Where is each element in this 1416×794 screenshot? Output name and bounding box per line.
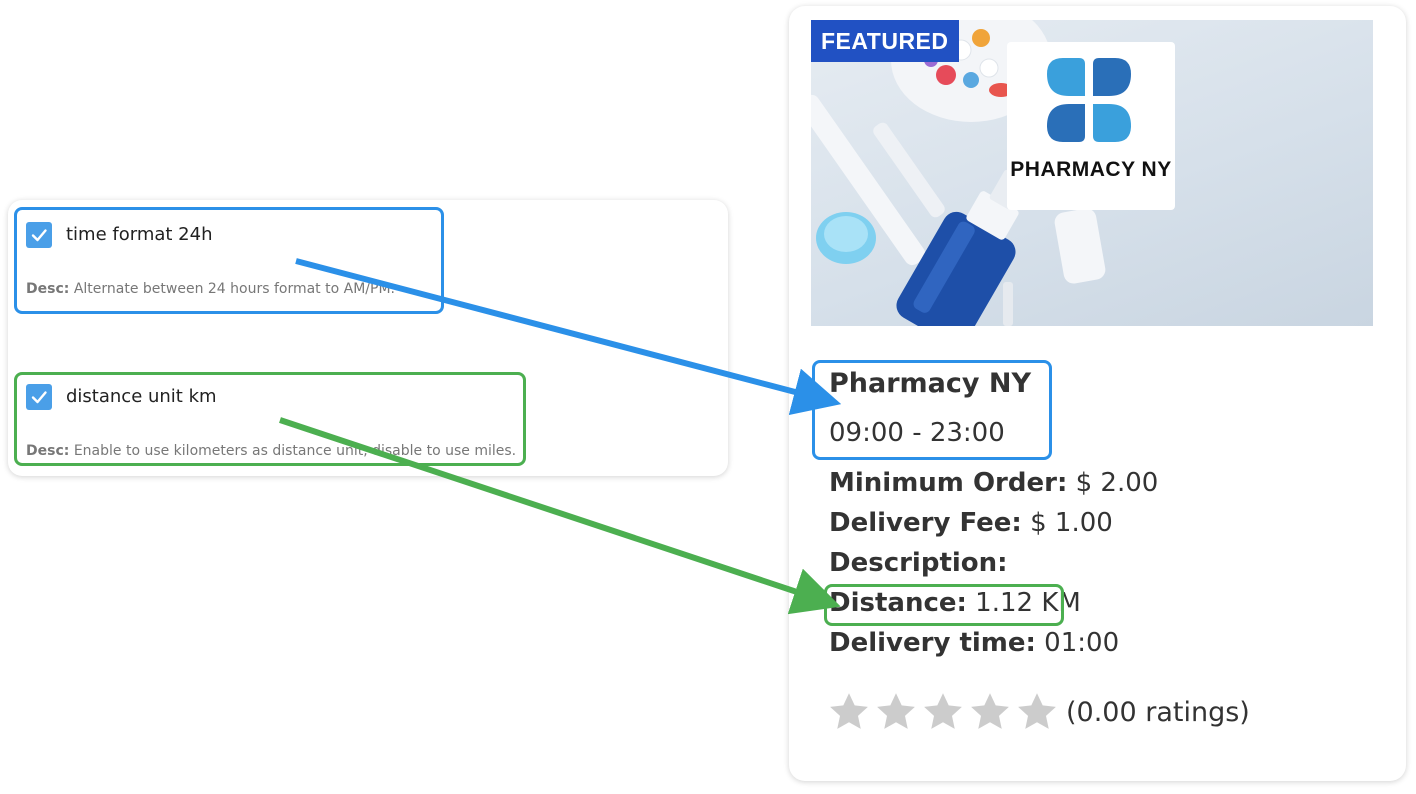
distance-unit-desc: Desc: Enable to use kilometers as distan… <box>26 443 516 459</box>
star-icon <box>830 693 868 729</box>
desc-text: Enable to use kilometers as distance uni… <box>73 443 517 459</box>
store-hours: 09:00 - 23:00 <box>829 418 1005 448</box>
delivery-time: Delivery time: 01:00 <box>829 628 1119 658</box>
check-icon <box>31 229 47 242</box>
star-icon <box>1018 693 1056 729</box>
rating: (0.00 ratings) <box>827 690 1250 734</box>
star-icon <box>971 693 1009 729</box>
delivery-time-value: 01:00 <box>1035 628 1120 658</box>
pharmacy-photo <box>811 20 1106 326</box>
delivery-time-label: Delivery time: <box>829 628 1036 658</box>
time-format-desc: Desc: Alternate between 24 hours format … <box>26 281 395 297</box>
settings-panel: time format 24h Desc: Alternate between … <box>8 200 728 476</box>
clover-logo-icon <box>1047 58 1131 142</box>
rating-count: (0.00 ratings) <box>1066 696 1250 728</box>
distance-unit-checkbox[interactable] <box>26 384 52 410</box>
distance-unit-label: distance unit km <box>66 386 217 407</box>
time-format-label: time format 24h <box>66 224 213 245</box>
store-name: Pharmacy NY <box>829 368 1032 399</box>
minimum-order-value: $ 2.00 <box>1067 468 1159 498</box>
minimum-order: Minimum Order: $ 2.00 <box>829 468 1158 498</box>
delivery-fee: Delivery Fee: $ 1.00 <box>829 508 1113 538</box>
desc-prefix: Desc: <box>26 443 70 459</box>
store-cover-image: FEATURED PHARMACY NY <box>811 20 1373 326</box>
distance: Distance: 1.12 KM <box>829 588 1081 618</box>
store-logo: PHARMACY NY <box>1007 42 1175 210</box>
distance-value: 1.12 KM <box>966 588 1081 618</box>
star-icon <box>924 693 962 729</box>
check-icon <box>31 391 47 404</box>
star-rating <box>827 690 1062 734</box>
store-card[interactable]: FEATURED PHARMACY NY Pharmacy NY 09:00 -… <box>789 6 1406 781</box>
delivery-fee-label: Delivery Fee: <box>829 508 1022 538</box>
desc-prefix: Desc: <box>26 281 70 297</box>
desc-text: Alternate between 24 hours format to AM/… <box>73 281 395 297</box>
delivery-fee-value: $ 1.00 <box>1021 508 1113 538</box>
description-label: Description: <box>829 548 1008 578</box>
distance-label: Distance: <box>829 588 967 618</box>
minimum-order-label: Minimum Order: <box>829 468 1068 498</box>
time-format-checkbox[interactable] <box>26 222 52 248</box>
logo-wordmark: PHARMACY NY <box>1010 158 1172 181</box>
star-icon <box>877 693 915 729</box>
description: Description: <box>829 548 1008 578</box>
featured-badge: FEATURED <box>811 20 959 62</box>
